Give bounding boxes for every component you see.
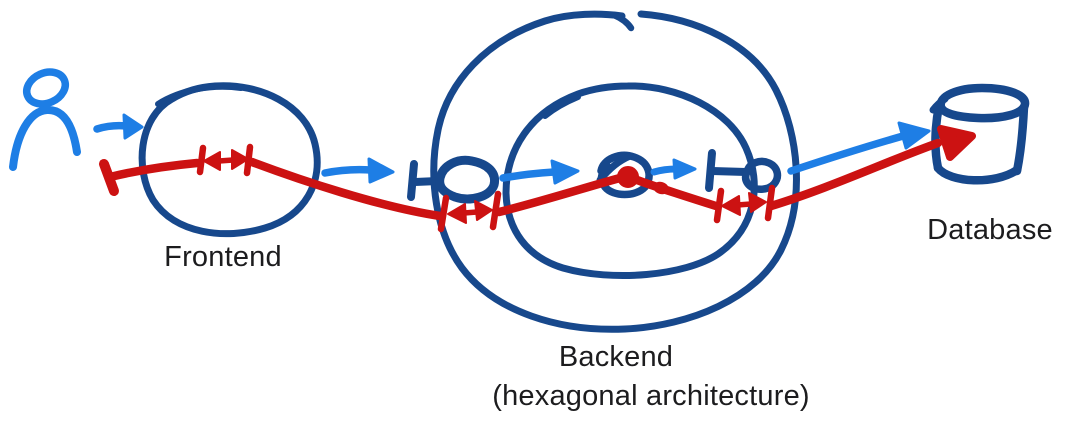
span-marker-frontend — [196, 143, 254, 177]
backend-outer-circle — [430, 10, 800, 333]
frontend-label: Frontend — [164, 241, 282, 273]
arrow-backend-to-database — [787, 121, 931, 175]
backend-inner-circle — [502, 82, 758, 280]
database-label: Database — [927, 214, 1053, 246]
arrow-frontend-to-backend — [321, 157, 395, 184]
arrow-core-to-port — [650, 158, 697, 180]
backend-right-port-icon — [705, 149, 782, 193]
person-icon — [9, 68, 81, 171]
red-trace-line — [99, 125, 976, 233]
database-cylinder-icon — [929, 83, 1030, 185]
trace-end-arrowhead — [937, 125, 976, 161]
arrow-user-to-frontend — [93, 113, 144, 140]
arrow-port-to-core — [499, 159, 580, 185]
frontend-circle — [138, 82, 321, 238]
backend-note-label: (hexagonal architecture) — [492, 380, 810, 412]
backend-label: Backend — [559, 341, 673, 373]
backend-left-port-icon — [407, 155, 500, 204]
